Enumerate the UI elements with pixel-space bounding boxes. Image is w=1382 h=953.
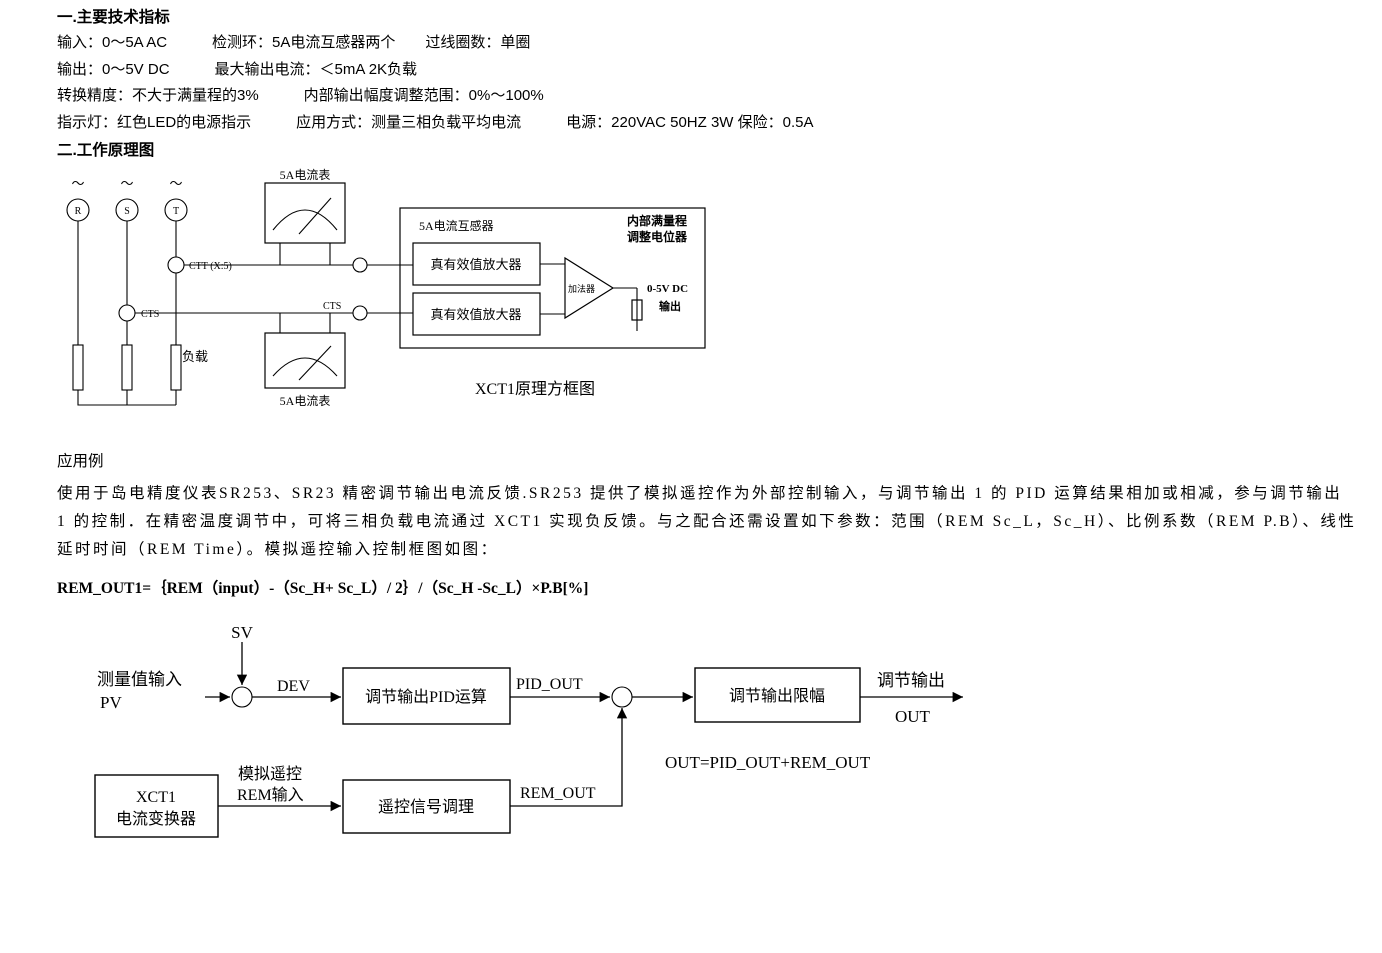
ac-symbol-s: ～ bbox=[120, 176, 133, 191]
load-resistor-t bbox=[170, 344, 182, 391]
pv-label: PV bbox=[100, 693, 122, 712]
phase-source-s: ～ S bbox=[115, 176, 139, 222]
potentiometer-icon bbox=[631, 299, 643, 321]
phase-s-label: S bbox=[124, 206, 130, 217]
spec-section: 一.主要技术指标 输入：0～5A AC 检测环：5A电流互感器两个 过线圈数：单… bbox=[57, 6, 813, 163]
principle-title: 二.工作原理图 bbox=[57, 142, 155, 159]
output-label-line2: 输出 bbox=[659, 299, 681, 313]
load-resistor-s bbox=[121, 344, 133, 391]
load-resistor-r bbox=[72, 344, 84, 391]
rms-amplifier-1-label: 真有效值放大器 bbox=[430, 257, 521, 272]
winding-top-icon bbox=[352, 257, 368, 273]
signal-conditioning-box bbox=[342, 779, 511, 834]
phase-t-terminal bbox=[164, 198, 188, 222]
circuit-wires bbox=[77, 221, 638, 406]
ammeter-bottom-icon bbox=[264, 332, 346, 389]
pot-title-line2: 调整电位器 bbox=[627, 229, 688, 244]
cts-wire-label: CTS bbox=[323, 301, 341, 312]
spec-title: 一.主要技术指标 bbox=[57, 9, 170, 26]
rem-out-formula: REM_OUT1=｛REM（input）-（Sc_H+ Sc_L）/ 2｝/（S… bbox=[57, 580, 589, 597]
spec-line-precision: 转换精度：不大于满量程的3% 内部输出幅度调整范围：0%～100% bbox=[57, 87, 544, 104]
signal-conditioning-label: 遥控信号调理 bbox=[378, 798, 474, 816]
cts-label: CTS bbox=[141, 309, 159, 320]
rem-out-label: REM_OUT bbox=[520, 785, 596, 802]
xct1-block-outline bbox=[399, 207, 706, 349]
phase-source-r: ～ R bbox=[66, 176, 90, 222]
load-label: 负载 bbox=[182, 349, 208, 364]
spec-line-output: 输出：0～5V DC 最大输出电流：＜5mA 2K负载 bbox=[57, 60, 418, 78]
circuit-caption: XCT1原理方框图 bbox=[475, 380, 595, 398]
application-title: 应用例 bbox=[57, 453, 104, 470]
rem-input-title-2: REM输入 bbox=[237, 786, 304, 804]
cts-transformer-icon bbox=[118, 304, 136, 322]
sum-junction-2-icon bbox=[611, 686, 633, 708]
pot-title-line1: 内部满量程 bbox=[627, 213, 687, 228]
phase-r-label: R bbox=[75, 206, 82, 217]
ctt-transformer-icon bbox=[167, 256, 185, 274]
ctt-label: CTT (X:5) bbox=[189, 261, 232, 272]
output-label-line1: 0-5V DC bbox=[647, 283, 688, 295]
phase-t-label: T bbox=[173, 206, 179, 217]
application-paragraph-line-2: 1 的控制．在精密温度调节中，可将三相负载电流通过 XCT1 实现负反馈。与之配… bbox=[57, 513, 1357, 530]
out-label: OUT bbox=[895, 707, 931, 726]
pid-out-label: PID_OUT bbox=[516, 676, 583, 693]
phase-s-terminal bbox=[115, 198, 139, 222]
rem-input-title-1: 模拟遥控 bbox=[238, 765, 302, 783]
ac-symbol-r: ～ bbox=[71, 176, 84, 191]
phase-source-t: ～ T bbox=[164, 176, 188, 222]
flow-connectors bbox=[205, 642, 963, 812]
sv-label: SV bbox=[231, 623, 253, 642]
xct1-converter-label-2: 电流变换器 bbox=[116, 810, 196, 828]
control-flow-diagram: SV 测量值输入 PV DEV 调节输出PID运算 PID_OUT 调节输出限幅… bbox=[94, 623, 963, 838]
application-section: 应用例 使用于岛电精度仪表SR253、SR23 精密调节输出电流反馈.SR253… bbox=[57, 452, 1357, 598]
block-title: 5A电流互感器 bbox=[419, 218, 494, 233]
phase-r-terminal bbox=[66, 198, 90, 222]
adder-triangle-icon bbox=[564, 256, 615, 320]
ac-symbol-t: ～ bbox=[169, 176, 182, 191]
flow-equation: OUT=PID_OUT+REM_OUT bbox=[665, 753, 871, 772]
adder-label: 加法器 bbox=[568, 283, 595, 294]
spec-line-input: 输入：0～5A AC 检测环：5A电流互感器两个 过线圈数：单圈 bbox=[57, 34, 531, 51]
application-paragraph-line-3: 延时时间（REM Time）。模拟遥控输入控制框图如图： bbox=[57, 541, 499, 558]
spec-line-indicator: 指示灯：红色LED的电源指示 应用方式：测量三相负载平均电流 电源：220VAC… bbox=[57, 113, 814, 131]
ammeter-top-label: 5A电流表 bbox=[280, 168, 331, 182]
winding-bottom-icon bbox=[352, 305, 368, 321]
dev-label: DEV bbox=[277, 678, 310, 695]
ammeter-top-icon bbox=[264, 182, 346, 244]
out-title: 调节输出 bbox=[877, 671, 945, 690]
rms-amplifier-1-box bbox=[412, 242, 541, 286]
pid-computation-label: 调节输出PID运算 bbox=[365, 687, 487, 706]
output-limit-label: 调节输出限幅 bbox=[729, 687, 825, 705]
rms-amplifier-2-label: 真有效值放大器 bbox=[430, 307, 521, 322]
output-limit-box bbox=[694, 667, 861, 723]
ammeter-bottom-label: 5A电流表 bbox=[280, 394, 331, 408]
rms-amplifier-2-box bbox=[412, 292, 541, 336]
pid-computation-box bbox=[342, 667, 511, 725]
sum-junction-1-icon bbox=[231, 686, 253, 708]
application-paragraph-line-1: 使用于岛电精度仪表SR253、SR23 精密调节输出电流反馈.SR253 提供了… bbox=[57, 485, 1343, 502]
xct1-converter-box bbox=[94, 774, 219, 838]
principle-circuit-diagram: ～ R ～ S ～ T 负载 CTT (X:5) CTS CTS bbox=[66, 168, 706, 408]
xct1-converter-label-1: XCT1 bbox=[136, 789, 176, 806]
pv-title: 测量值输入 bbox=[97, 670, 182, 689]
